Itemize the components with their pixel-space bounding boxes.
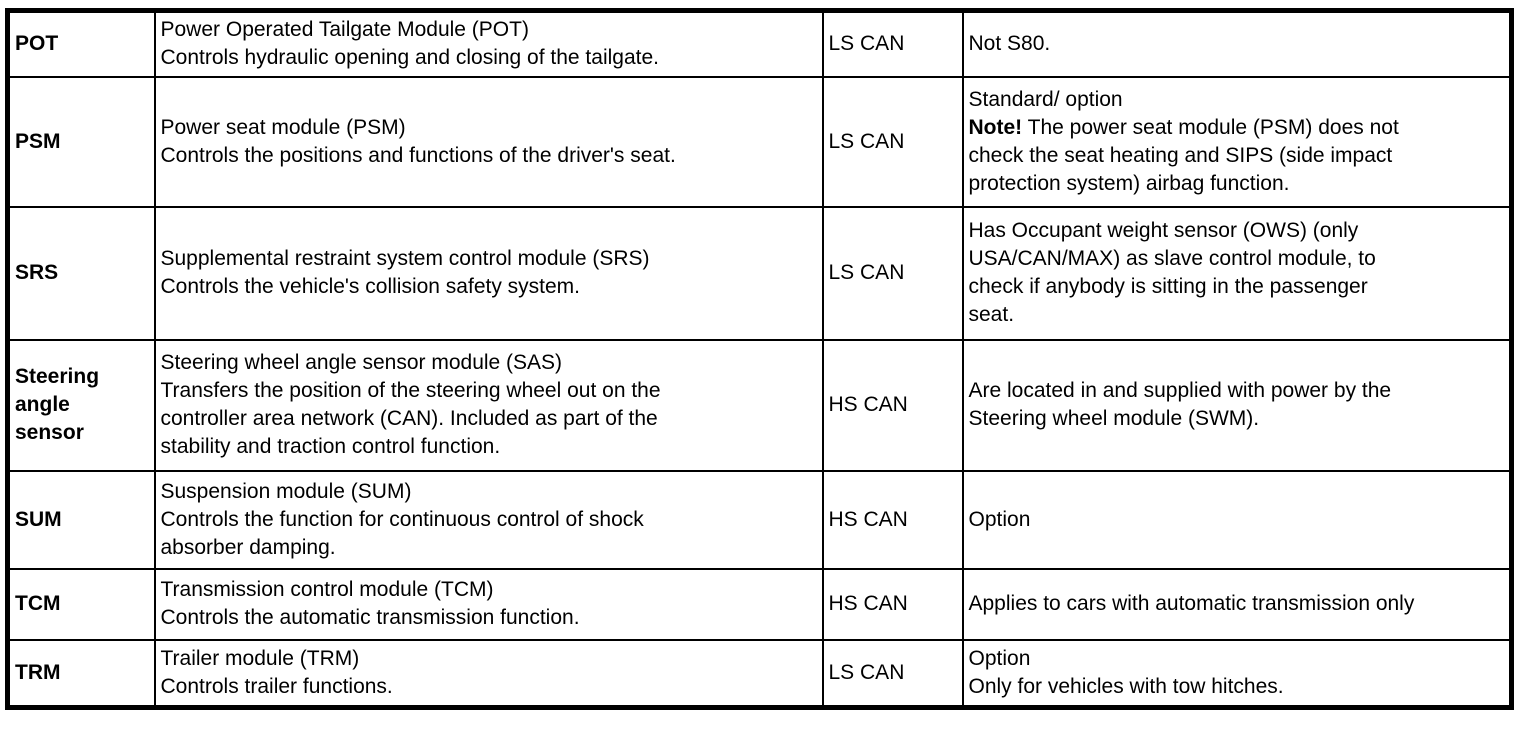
- module-network-cell: LS CAN: [821, 638, 964, 709]
- module-notes-line: Applies to cars with automatic transmiss…: [968, 592, 1415, 615]
- module-abbreviation-line: POT: [15, 32, 59, 56]
- module-description-line: Transfers the position of the steering w…: [160, 379, 661, 402]
- table-row: TCM Transmission control module (TCM) Cont…: [6, 567, 1513, 641]
- module-network-cell: HS CAN: [821, 338, 964, 472]
- module-network-label: HS CAN: [828, 507, 908, 531]
- module-description-line: Controls the function for continuous con…: [160, 507, 644, 531]
- module-notes-cell: Not S80.: [961, 9, 1513, 78]
- module-notes-line: Note! The power seat module (PSM) does n…: [968, 115, 1399, 139]
- module-notes-line: check if anybody is sitting in the passe…: [968, 275, 1368, 298]
- module-network-cell: HS CAN: [821, 567, 964, 641]
- module-notes-line: Only for vehicles with tow hitches.: [968, 674, 1284, 698]
- module-description-cell: Suspension module (SUM) Controls the func…: [153, 469, 824, 570]
- module-notes-line: Option: [968, 507, 1031, 531]
- module-description-line: absorber damping.: [160, 535, 336, 559]
- module-abbreviation-line: angle: [15, 393, 70, 416]
- module-network-label: HS CAN: [828, 592, 908, 615]
- module-abbreviation-cell: Steering angle sensor: [6, 338, 156, 472]
- module-notes-line: Standard/ option: [968, 87, 1123, 111]
- module-notes-cell: Option: [961, 469, 1513, 570]
- module-abbreviation-line: PSM: [15, 129, 61, 153]
- module-network-label: LS CAN: [828, 660, 905, 684]
- module-network-cell: LS CAN: [821, 205, 964, 341]
- table-row: POT Power Operated Tailgate Module (POT) C…: [6, 9, 1513, 78]
- module-abbreviation-line: SRS: [15, 261, 59, 284]
- module-description-line: Power Operated Tailgate Module (POT): [160, 18, 529, 42]
- module-notes-cell: Applies to cars with automatic transmiss…: [961, 567, 1513, 641]
- module-description-cell: Power seat module (PSM) Controls the posi…: [153, 75, 824, 208]
- module-network-label: LS CAN: [828, 129, 905, 153]
- module-notes-line: Option: [968, 646, 1031, 670]
- note-bold-label: Note!: [968, 115, 1023, 139]
- table-row: PSM Power seat module (PSM) Controls the p…: [6, 75, 1513, 208]
- module-description-line: Supplemental restraint system control mo…: [160, 247, 650, 270]
- module-description-cell: Steering wheel angle sensor module (SAS)…: [153, 338, 824, 472]
- module-description-line: Controls the positions and functions of …: [160, 143, 676, 167]
- module-abbreviation-line: TCM: [15, 592, 61, 615]
- module-description-line: Steering wheel angle sensor module (SAS): [160, 351, 563, 374]
- module-notes-line: seat.: [968, 303, 1015, 326]
- module-description-line: Suspension module (SUM): [160, 479, 412, 503]
- module-abbreviation-cell: PSM: [6, 75, 156, 208]
- module-abbreviation-cell: POT: [6, 9, 156, 78]
- module-description-cell: Supplemental restraint system control mo…: [153, 205, 824, 341]
- module-notes-line: Are located in and supplied with power b…: [968, 379, 1392, 402]
- module-abbreviation-line: SUM: [15, 507, 62, 531]
- module-description-line: Controls hydraulic opening and closing o…: [160, 46, 659, 70]
- module-abbreviation-line: TRM: [15, 660, 61, 684]
- module-description-line: Transmission control module (TCM): [160, 578, 494, 601]
- control-modules-table: POT Power Operated Tailgate Module (POT) C…: [5, 8, 1514, 710]
- module-abbreviation-cell: SUM: [6, 469, 156, 570]
- module-network-cell: LS CAN: [821, 75, 964, 208]
- module-network-cell: LS CAN: [821, 9, 964, 78]
- module-notes-line: Not S80.: [968, 32, 1051, 56]
- module-abbreviation-cell: TCM: [6, 567, 156, 641]
- module-notes-cell: Are located in and supplied with power b…: [961, 338, 1513, 472]
- modules-table-body: POT Power Operated Tailgate Module (POT) C…: [6, 9, 1513, 709]
- module-description-line: Power seat module (PSM): [160, 115, 406, 139]
- table-row: SUM Suspension module (SUM) Controls the f…: [6, 469, 1513, 570]
- module-description-line: Controls trailer functions.: [160, 674, 393, 698]
- module-description-cell: Trailer module (TRM) Controls trailer fun…: [153, 638, 824, 709]
- module-abbreviation-line: Steering: [15, 365, 100, 388]
- module-abbreviation-cell: TRM: [6, 638, 156, 709]
- module-network-label: LS CAN: [828, 32, 905, 56]
- module-notes-line: check the seat heating and SIPS (side im…: [968, 143, 1393, 167]
- module-notes-line: Has Occupant weight sensor (OWS) (only: [968, 219, 1359, 242]
- module-description-line: stability and traction control function.: [160, 435, 501, 458]
- table-row: SRS Supplemental restraint system control…: [6, 205, 1513, 341]
- module-notes-line: USA/CAN/MAX) as slave control module, to: [968, 247, 1376, 270]
- module-network-label: LS CAN: [828, 261, 905, 284]
- module-abbreviation-cell: SRS: [6, 205, 156, 341]
- module-description-cell: Transmission control module (TCM) Control…: [153, 567, 824, 641]
- module-network-cell: HS CAN: [821, 469, 964, 570]
- module-notes-line: Steering wheel module (SWM).: [968, 407, 1260, 430]
- module-network-label: HS CAN: [828, 393, 908, 416]
- module-notes-line: protection system) airbag function.: [968, 171, 1290, 195]
- module-description-line: Trailer module (TRM): [160, 646, 360, 670]
- module-description-cell: Power Operated Tailgate Module (POT) Cont…: [153, 9, 824, 78]
- module-description-line: Controls the vehicle's collision safety …: [160, 275, 581, 298]
- module-abbreviation-line: sensor: [15, 421, 84, 444]
- module-description-line: controller area network (CAN). Included …: [160, 407, 658, 430]
- table-row: Steering angle sensor Steering wheel angle …: [6, 338, 1513, 472]
- module-description-line: Controls the automatic transmission func…: [160, 606, 580, 629]
- table-row: TRM Trailer module (TRM) Controls trailer …: [6, 638, 1513, 709]
